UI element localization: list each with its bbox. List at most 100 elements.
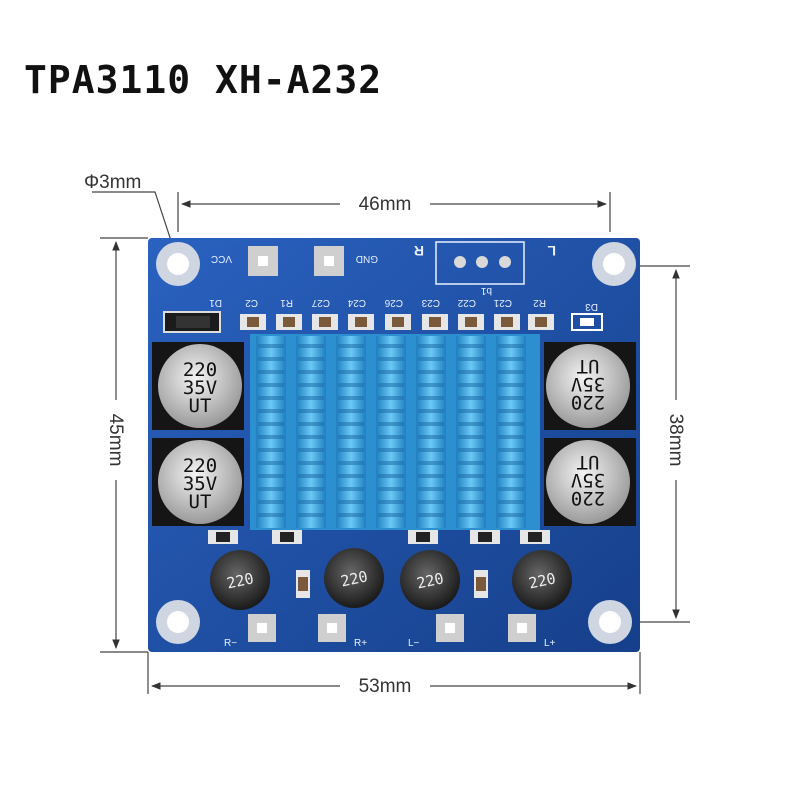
heatsink-fin-groove	[458, 435, 484, 439]
heatsink-fin-groove	[458, 357, 484, 361]
inductor-3: 220	[400, 550, 460, 610]
heatsink-fin-groove	[338, 396, 364, 400]
smd-part-body	[319, 317, 331, 327]
heatsink-fin-groove	[498, 448, 524, 452]
heatsink-fin-groove	[258, 487, 284, 491]
hole-spacing-height-label: 38mm	[665, 414, 686, 467]
heatsink	[250, 334, 540, 530]
heatsink-fin-groove	[418, 461, 444, 465]
heatsink-fin-groove	[338, 383, 364, 387]
heatsink-fin-groove	[298, 448, 324, 452]
right-channel-label: R	[414, 243, 424, 259]
left-channel-label: L	[547, 243, 556, 259]
smd-part-body	[355, 317, 367, 327]
heatsink-fin-groove	[338, 435, 364, 439]
smd-parts-row	[240, 314, 554, 330]
heatsink-fin-groove	[418, 357, 444, 361]
heatsink-fin-groove	[378, 513, 404, 517]
heatsink-fin-groove	[498, 370, 524, 374]
part-label: C21	[493, 297, 512, 308]
heatsink-fin-groove	[458, 487, 484, 491]
heatsink-fin-groove	[378, 409, 404, 413]
part-label: C27	[311, 297, 330, 308]
part-label: C23	[421, 297, 440, 308]
heatsink-fin-groove	[378, 487, 404, 491]
heatsink-fin-groove	[418, 435, 444, 439]
diode-d3	[571, 313, 603, 331]
capacitor-top-right: 220 35V UT	[544, 342, 636, 430]
heatsink-fin-groove	[498, 487, 524, 491]
inductor-value: 220	[527, 569, 557, 592]
heatsink-fin-groove	[498, 383, 524, 387]
part-label: C24	[347, 297, 366, 308]
board-width-label: 53mm	[359, 676, 412, 697]
cap-value: 220	[183, 359, 217, 381]
mounting-holes	[156, 242, 636, 644]
heatsink-fin-groove	[258, 513, 284, 517]
heatsink-fin-groove	[458, 448, 484, 452]
page-title: TPA3110 XH-A232	[24, 58, 383, 102]
hole-diameter-label: Φ3mm	[84, 172, 141, 193]
part-label: C22	[457, 297, 476, 308]
heatsink-fin-groove	[418, 422, 444, 426]
capacitor-bottom-right: 220 35V UT	[544, 438, 636, 526]
heatsink-fin-groove	[258, 422, 284, 426]
smd-part-labels: C2 R1 C27 C24 C26 C23 C22 C21 R2	[245, 297, 546, 308]
heatsink-fin-groove	[298, 435, 324, 439]
part-label: R2	[533, 297, 546, 308]
smd-part-body	[501, 317, 513, 327]
smd-part-body	[280, 532, 294, 542]
out-r-plus-label: R+	[354, 638, 367, 649]
heatsink-fin-groove	[298, 474, 324, 478]
inductor-value: 220	[225, 569, 255, 592]
smd-part-body	[247, 317, 259, 327]
heatsink-fin-groove	[378, 435, 404, 439]
heatsink-fin-groove	[498, 435, 524, 439]
heatsink-fin-groove	[418, 409, 444, 413]
heatsink-fin-groove	[378, 474, 404, 478]
cap-voltage: 35V	[183, 377, 217, 399]
heatsink-fin-groove	[418, 474, 444, 478]
board-height-label: 45mm	[105, 414, 126, 467]
diode-d3-label: D3	[585, 301, 598, 312]
heatsink-fin-groove	[418, 487, 444, 491]
cap-series: UT	[189, 491, 212, 513]
heatsink-fin-groove	[298, 513, 324, 517]
heatsink-fin-groove	[258, 396, 284, 400]
heatsink-fin-groove	[378, 422, 404, 426]
heatsink-fin	[456, 336, 486, 528]
heatsink-fin-groove	[258, 409, 284, 413]
cap-value: 220	[571, 487, 605, 509]
heatsink-fin-groove	[338, 513, 364, 517]
heatsink-fin-groove	[458, 500, 484, 504]
heatsink-fin-groove	[338, 344, 364, 348]
heatsink-fin-groove	[378, 461, 404, 465]
cap-series: UT	[577, 355, 600, 377]
heatsink-fin	[296, 336, 326, 528]
heatsink-fin-groove	[458, 474, 484, 478]
heatsink-fin-groove	[498, 357, 524, 361]
heatsink-fin-groove	[258, 474, 284, 478]
heatsink-fin-groove	[258, 357, 284, 361]
heatsink-fin-groove	[298, 396, 324, 400]
smd-part-body	[283, 317, 295, 327]
heatsink-fin-groove	[258, 370, 284, 374]
out-l-plus-label: L+	[544, 638, 556, 649]
heatsink-fin-groove	[498, 396, 524, 400]
heatsink-fin-groove	[418, 396, 444, 400]
cap-value: 220	[183, 455, 217, 477]
heatsink-fin-groove	[258, 383, 284, 387]
heatsink-fin-groove	[258, 435, 284, 439]
heatsink-fin-groove	[338, 370, 364, 374]
smd-part-body	[392, 317, 404, 327]
heatsink-fin-groove	[418, 370, 444, 374]
heatsink-fin	[496, 336, 526, 528]
heatsink-fin-groove	[378, 500, 404, 504]
heatsink-fin-groove	[498, 513, 524, 517]
heatsink-fin-groove	[458, 344, 484, 348]
heatsink-fin-groove	[258, 461, 284, 465]
gnd-label: GND	[356, 253, 378, 264]
heatsink-fin-groove	[378, 448, 404, 452]
smd-part-body	[528, 532, 542, 542]
